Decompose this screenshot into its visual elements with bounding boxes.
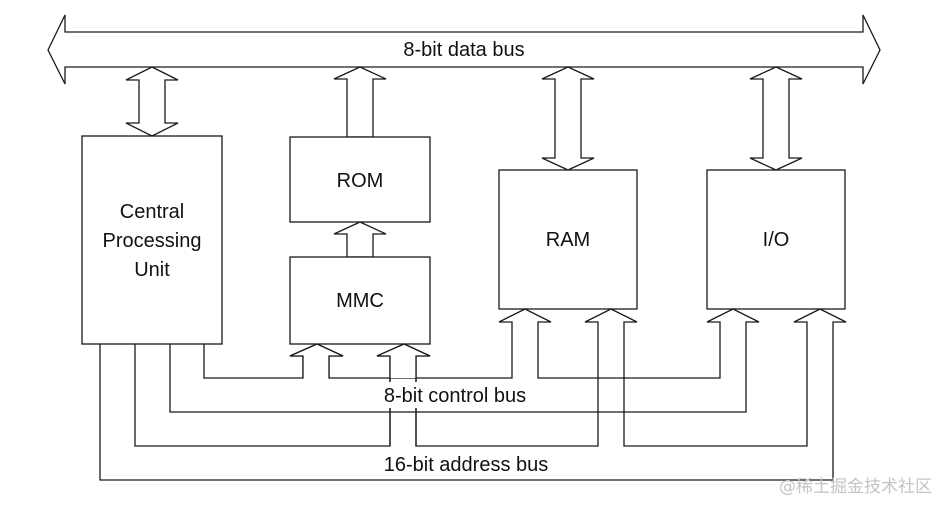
mmc-control-arrow-outline <box>289 343 344 378</box>
mmc-address-arrow <box>377 344 430 378</box>
io-block <box>706 169 846 310</box>
mmc-control-arrow <box>290 344 343 378</box>
data-bus-arrow <box>47 14 881 85</box>
ram-data-bus-double-arrow <box>541 66 595 171</box>
mmc-block <box>289 256 431 345</box>
mmc-label: MMC <box>336 290 384 312</box>
rom-to-data-bus-arrow <box>333 66 387 138</box>
cpu-label-line3: Unit <box>134 259 170 281</box>
address-bus-label-bg <box>362 451 568 477</box>
rom-block <box>289 136 431 223</box>
rom-label: ROM <box>337 170 384 192</box>
mmc-address-arrow-outline <box>376 343 431 412</box>
ram-block <box>498 169 638 310</box>
io-label: I/O <box>763 229 790 251</box>
control-bus-label: 8-bit control bus <box>384 385 526 407</box>
cpu-block <box>81 135 223 345</box>
io-data-bus-double-arrow <box>749 66 803 171</box>
control-bus-label-bg <box>362 382 548 408</box>
cpu-label-line1: Central <box>120 201 184 223</box>
watermark: @稀土掘金技术社区 <box>779 477 932 497</box>
cpu-label-line2: Processing <box>103 230 202 252</box>
cpu-data-bus-double-arrow <box>125 66 179 137</box>
mmc-to-rom-arrow <box>333 221 387 258</box>
ram-label: RAM <box>546 229 590 251</box>
data-bus-label: 8-bit data bus <box>403 39 524 61</box>
address-bus-label: 16-bit address bus <box>384 454 549 476</box>
